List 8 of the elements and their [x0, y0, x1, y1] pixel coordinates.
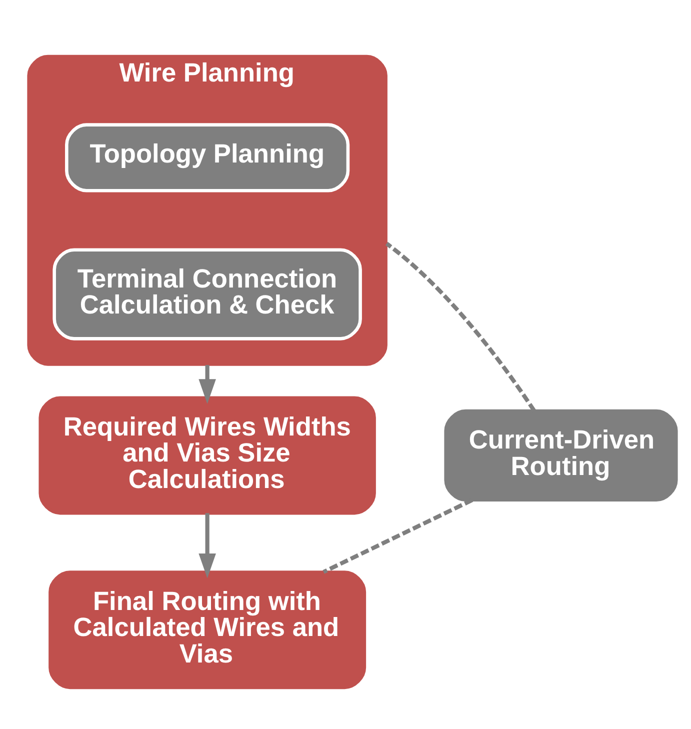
arrow	[198, 364, 216, 404]
node-box: Terminal Connection Calculation & Check	[52, 248, 362, 340]
node-box: Topology Planning	[65, 122, 350, 192]
arrow	[198, 512, 216, 578]
connector	[385, 241, 536, 412]
node-box: Current-Driven Routing	[444, 408, 678, 502]
node-box: Final Routing with Calculated Wires and Vias	[48, 570, 366, 689]
node-box: Required Wires Widths and Vias Size Calculations	[38, 396, 376, 514]
